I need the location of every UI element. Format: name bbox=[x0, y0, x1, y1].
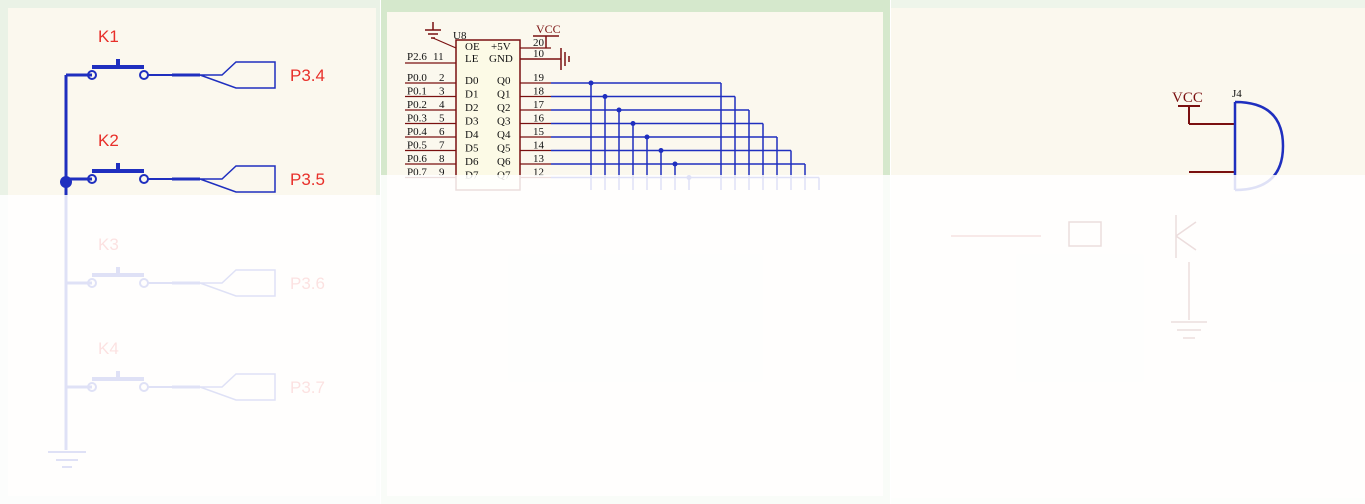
latch-data-row: P0.2 4 D2 Q2 17 bbox=[405, 99, 551, 114]
port-label: P3.4 bbox=[290, 66, 325, 85]
latch-data-row: P0.4 6 D4 Q4 15 bbox=[405, 126, 551, 141]
latch-data-row: P0.0 2 D0 Q0 19 bbox=[405, 72, 551, 87]
junction-dot bbox=[630, 121, 636, 126]
pin-name: Q1 bbox=[497, 89, 510, 101]
pin-name: Q6 bbox=[497, 156, 511, 168]
net-label: P0.2 bbox=[407, 99, 427, 111]
pin-name: D3 bbox=[465, 116, 479, 128]
junction-dot bbox=[672, 161, 678, 167]
vcc-label: VCC bbox=[536, 22, 561, 36]
switch-label: K1 bbox=[98, 27, 119, 46]
pin-number: 15 bbox=[533, 126, 545, 138]
pin-number: 11 bbox=[433, 51, 444, 63]
switch-contact bbox=[87, 174, 97, 184]
pin-name: Q2 bbox=[497, 102, 510, 114]
net-label: P0.3 bbox=[407, 113, 427, 125]
pin-name: Q4 bbox=[497, 129, 511, 141]
switch-contact bbox=[87, 70, 97, 80]
pin-name: D4 bbox=[465, 129, 479, 141]
pin-number: 13 bbox=[533, 153, 545, 165]
buzzer-panel: VCC J4 bbox=[891, 0, 1365, 504]
port-connector bbox=[199, 165, 276, 193]
pin-number: 19 bbox=[533, 72, 545, 84]
vcc-label: VCC bbox=[1172, 90, 1203, 106]
pin-number: 8 bbox=[439, 153, 445, 165]
junction-dot bbox=[644, 134, 650, 140]
port-label: P3.5 bbox=[290, 170, 325, 189]
switch-contact bbox=[139, 70, 149, 80]
pin-number: 18 bbox=[533, 86, 545, 98]
pin-name: D0 bbox=[465, 75, 479, 87]
net-label: P0.1 bbox=[407, 86, 427, 98]
net-label: P0.5 bbox=[407, 140, 427, 152]
pin-name: OE bbox=[465, 41, 480, 53]
pin-number: 20 bbox=[533, 37, 545, 49]
latch-data-row: P0.6 8 D6 Q6 13 bbox=[405, 153, 551, 168]
pin-number: 9 bbox=[439, 167, 445, 179]
junction-dot bbox=[588, 80, 594, 86]
pin-name: D6 bbox=[465, 156, 479, 168]
net-label: P0.0 bbox=[407, 72, 427, 84]
latch-chip-body bbox=[455, 39, 521, 191]
faded-region bbox=[891, 175, 1365, 504]
junction-dot bbox=[658, 148, 664, 153]
pin-number: 16 bbox=[533, 113, 545, 125]
pin-number: 2 bbox=[439, 72, 445, 84]
junction-dot bbox=[602, 94, 608, 99]
switch-label: K2 bbox=[98, 131, 119, 150]
pin-number: 7 bbox=[439, 140, 445, 152]
oe-wire bbox=[432, 37, 457, 49]
pin-number: 6 bbox=[439, 126, 445, 138]
latch-data-row: P0.5 7 D5 Q5 14 bbox=[405, 140, 551, 155]
pin-number: 10 bbox=[533, 48, 545, 60]
pin-name: GND bbox=[489, 53, 513, 65]
junction-dot bbox=[616, 107, 622, 113]
port-connector bbox=[199, 61, 276, 89]
pin-number: 5 bbox=[439, 113, 445, 125]
faded-region bbox=[0, 195, 380, 504]
net-label: P0.6 bbox=[407, 153, 427, 165]
pin-name: Q3 bbox=[497, 116, 511, 128]
pin-name: +5V bbox=[491, 41, 511, 53]
chip-ref-label: U8 bbox=[453, 30, 467, 42]
faded-region bbox=[381, 175, 890, 504]
pin-name: Q5 bbox=[497, 143, 511, 155]
net-label: P2.6 bbox=[407, 51, 427, 63]
pin-name: D5 bbox=[465, 143, 479, 155]
pin-name: D1 bbox=[465, 89, 478, 101]
pin-number: 3 bbox=[439, 86, 445, 98]
pin-number: 12 bbox=[533, 167, 544, 179]
pin-number: 14 bbox=[533, 140, 545, 152]
connector-label: J4 bbox=[1232, 88, 1242, 100]
pin-name: LE bbox=[465, 53, 479, 65]
pin-name: D2 bbox=[465, 102, 478, 114]
net-label: P0.4 bbox=[407, 126, 427, 138]
switch-contact bbox=[139, 174, 149, 184]
latch-data-row: P0.3 5 D3 Q3 16 bbox=[405, 113, 551, 128]
pin-name: Q0 bbox=[497, 75, 511, 87]
latch-data-row: P0.1 3 D1 Q1 18 bbox=[405, 86, 551, 101]
pin-number: 4 bbox=[439, 99, 445, 111]
pin-number: 17 bbox=[533, 99, 545, 111]
